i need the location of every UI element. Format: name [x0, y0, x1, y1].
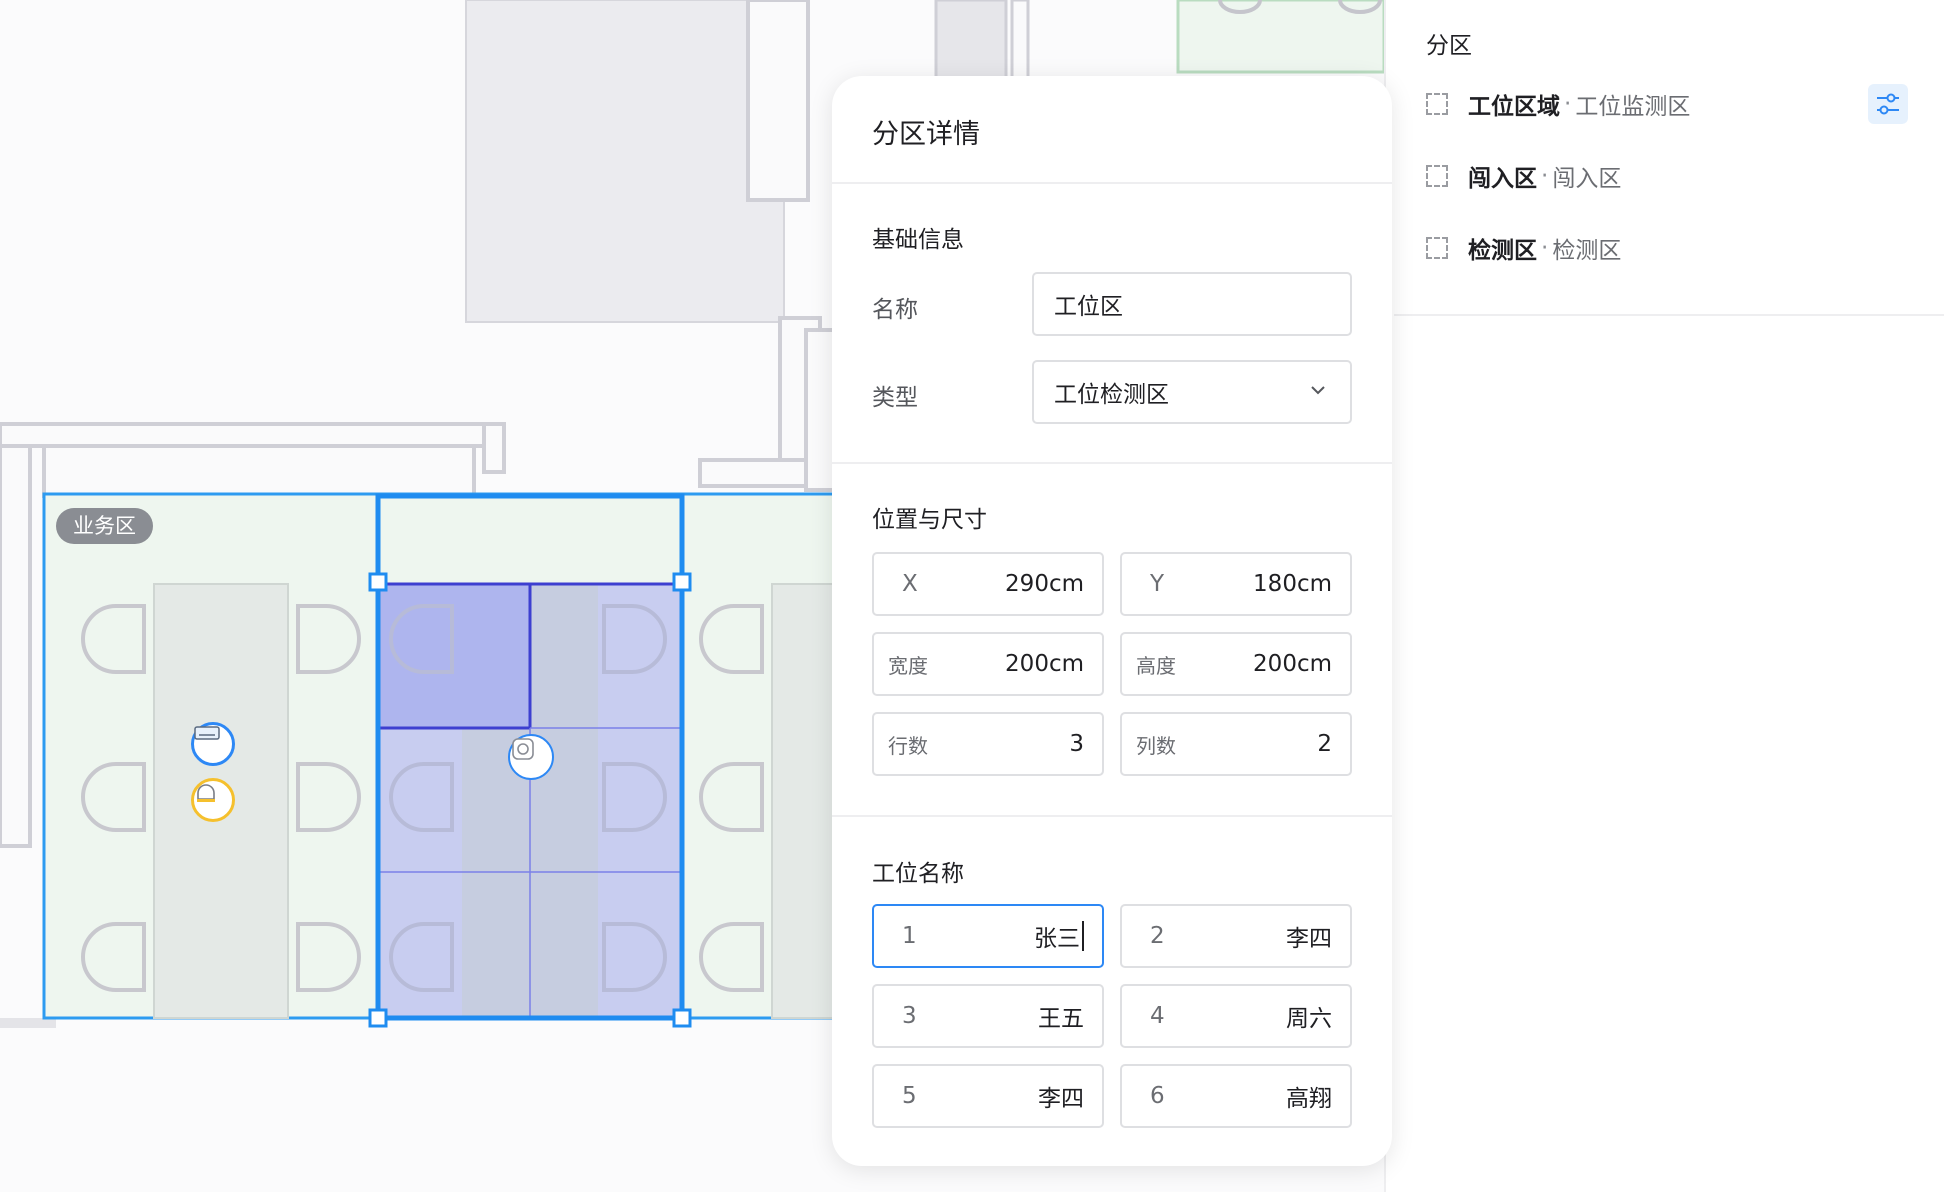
- width-value: 200cm: [1005, 651, 1084, 677]
- sidebar-item-type: 工位监测区: [1575, 94, 1691, 120]
- seat-index: 6: [1150, 1083, 1165, 1109]
- sensor-icon: [194, 726, 220, 740]
- sidebar-item-name: 检测区: [1468, 238, 1537, 264]
- sidebar-item-name: 闯入区: [1468, 166, 1537, 192]
- width-input[interactable]: 宽度 200cm: [872, 632, 1104, 696]
- y-label: Y: [1150, 571, 1165, 597]
- seat-name-value: 李四: [1286, 926, 1332, 952]
- floor-plan-drawing: [0, 0, 1386, 1028]
- sidebar-item-separator: ·: [1541, 235, 1549, 261]
- panel-title: 分区详情: [872, 119, 980, 150]
- sensor-device[interactable]: [191, 722, 235, 766]
- x-label: X: [902, 571, 918, 597]
- seat-name-value: 周六: [1286, 1006, 1332, 1032]
- seat-input-4[interactable]: 4 周六: [1120, 984, 1352, 1048]
- seat-index: 2: [1150, 923, 1165, 949]
- type-select-value: 工位检测区: [1054, 382, 1169, 408]
- name-label: 名称: [872, 297, 918, 323]
- height-label: 高度: [1136, 653, 1176, 678]
- seat-index: 5: [902, 1083, 917, 1109]
- seat-index: 3: [902, 1003, 917, 1029]
- zone-outline-icon: [1426, 165, 1448, 187]
- sidebar-item-type: 闯入区: [1552, 166, 1622, 192]
- zone-tag-business[interactable]: 业务区: [56, 508, 153, 544]
- x-input[interactable]: X 290cm: [872, 552, 1104, 616]
- alarm-icon: [197, 784, 215, 802]
- zone-outline-icon: [1426, 93, 1448, 115]
- camera-icon: [512, 738, 534, 760]
- sidebar-item-intrusion[interactable]: 闯入区 · 闯入区: [1426, 156, 1621, 196]
- seat-input-3[interactable]: 3 王五: [872, 984, 1104, 1048]
- cols-label: 列数: [1136, 733, 1176, 758]
- seat-name-value: 高翔: [1286, 1086, 1332, 1112]
- zone-settings-button[interactable]: [1868, 84, 1908, 124]
- zone-list-sidebar: 分区 工位区域 · 工位监测区 闯入区 · 闯入区 检测区 · 检测区: [1384, 0, 1944, 1192]
- zone-detail-panel: 分区详情 基础信息 名称 工位区 类型 工位检测区 位置与尺寸 X 290cm …: [832, 76, 1392, 1166]
- basic-info-title: 基础信息: [872, 227, 964, 253]
- rows-label: 行数: [888, 733, 928, 758]
- name-input[interactable]: 工位区: [1032, 272, 1352, 336]
- type-select[interactable]: 工位检测区: [1032, 360, 1352, 424]
- alarm-device[interactable]: [191, 778, 235, 822]
- height-input[interactable]: 高度 200cm: [1120, 632, 1352, 696]
- sidebar-item-workstation[interactable]: 工位区域 · 工位监测区: [1426, 84, 1690, 124]
- seat-index: 1: [902, 923, 917, 949]
- cols-input[interactable]: 列数 2: [1120, 712, 1352, 776]
- height-value: 200cm: [1253, 651, 1332, 677]
- sidebar-item-name: 工位区域: [1468, 94, 1560, 120]
- seat-names-title: 工位名称: [872, 861, 964, 887]
- seat-name-value: 李四: [1038, 1086, 1084, 1112]
- position-size-title: 位置与尺寸: [872, 507, 987, 533]
- rows-value: 3: [1069, 731, 1084, 757]
- type-label: 类型: [872, 385, 918, 411]
- x-value: 290cm: [1005, 571, 1084, 597]
- y-input[interactable]: Y 180cm: [1120, 552, 1352, 616]
- seat-name-value: 王五: [1038, 1006, 1084, 1032]
- cols-value: 2: [1317, 731, 1332, 757]
- panel-divider: [832, 182, 1392, 184]
- seat-name-value: 张三: [1034, 906, 1084, 966]
- rows-input[interactable]: 行数 3: [872, 712, 1104, 776]
- y-value: 180cm: [1253, 571, 1332, 597]
- sidebar-item-detection[interactable]: 检测区 · 检测区: [1426, 228, 1621, 268]
- camera-device[interactable]: [508, 734, 554, 780]
- name-input-value: 工位区: [1054, 294, 1123, 320]
- filter-icon: [1877, 93, 1899, 115]
- sidebar-item-type: 检测区: [1552, 238, 1622, 264]
- seat-input-2[interactable]: 2 李四: [1120, 904, 1352, 968]
- zone-outline-icon: [1426, 237, 1448, 259]
- seat-input-6[interactable]: 6 高翔: [1120, 1064, 1352, 1128]
- seat-index: 4: [1150, 1003, 1165, 1029]
- chevron-down-icon: [1311, 386, 1325, 395]
- sidebar-divider: [1394, 314, 1944, 316]
- sidebar-title: 分区: [1426, 33, 1472, 59]
- sidebar-item-separator: ·: [1564, 91, 1572, 117]
- panel-divider: [832, 462, 1392, 464]
- sidebar-item-separator: ·: [1541, 163, 1549, 189]
- seat-input-1[interactable]: 1 张三: [872, 904, 1104, 968]
- seat-input-5[interactable]: 5 李四: [872, 1064, 1104, 1128]
- panel-divider: [832, 815, 1392, 817]
- width-label: 宽度: [888, 653, 928, 678]
